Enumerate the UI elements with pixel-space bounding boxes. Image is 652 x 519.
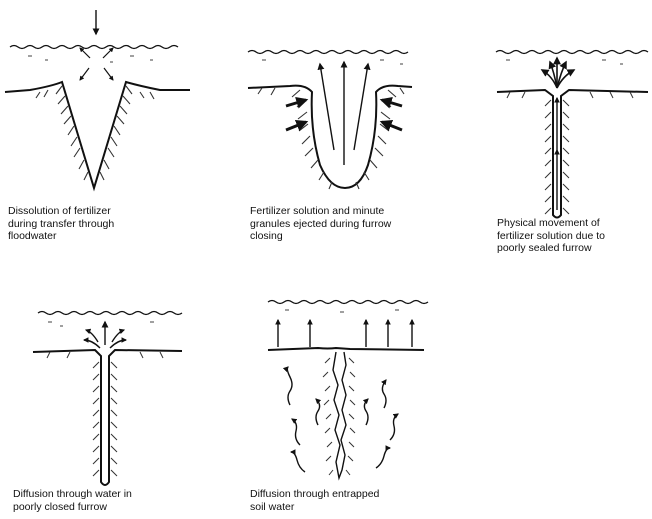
soil-surface: [497, 90, 648, 218]
water-surface: [268, 301, 428, 304]
caption-line: granules ejected during furrow: [250, 218, 391, 231]
caption-entrapped-soil-water: Diffusion through entrapped soil water: [250, 488, 379, 513]
arrows-fan-out: [542, 58, 574, 88]
soil-surface: [33, 350, 182, 485]
panel-poorly-sealed-furrow: [496, 51, 648, 218]
caption-poorly-sealed-furrow: Physical movement of fertilizer solution…: [497, 217, 605, 255]
soil-surface: [5, 82, 190, 188]
entrapped-water-channel: [333, 352, 346, 478]
panel-poorly-closed-furrow: [33, 312, 182, 486]
arrow-up-right: [354, 64, 368, 150]
arrow-in-right-2: [382, 122, 402, 130]
caption-line: poorly sealed furrow: [497, 242, 605, 255]
water-surface: [10, 46, 178, 49]
water-stipple: [28, 56, 153, 62]
caption-line: Diffusion through entrapped: [250, 488, 379, 501]
caption-line: Fertilizer solution and minute: [250, 205, 391, 218]
caption-dissolution-floodwater: Dissolution of fertilizer during transfe…: [8, 205, 114, 243]
arrows-surface-up: [278, 320, 412, 347]
caption-poorly-closed-furrow: Diffusion through water in poorly closed…: [13, 488, 132, 513]
soil-surface: [268, 348, 424, 350]
soil-hatch: [36, 86, 154, 180]
arrows-diffuse-up: [84, 322, 126, 348]
panel-entrapped-soil-water: [268, 301, 428, 479]
soil-hatch: [507, 92, 633, 214]
water-surface: [248, 51, 408, 54]
panel-dissolution-floodwater: [5, 10, 190, 188]
caption-ejected-furrow-closing: Fertilizer solution and minute granules …: [250, 205, 391, 243]
arrows-up-out: [320, 62, 368, 165]
arrow-left-down: [80, 68, 89, 80]
soil-hatch: [47, 352, 163, 476]
caption-line: closing: [250, 230, 391, 243]
caption-line: fertilizer solution due to: [497, 230, 605, 243]
soil-hatch: [258, 88, 404, 189]
arrow-up-left: [320, 64, 334, 150]
arrow-right-down: [104, 68, 113, 80]
caption-line: Physical movement of: [497, 217, 605, 230]
arrow-right-up: [103, 48, 113, 58]
caption-line: Dissolution of fertilizer: [8, 205, 114, 218]
arrow-left-up: [80, 48, 90, 58]
caption-line: soil water: [250, 501, 379, 514]
panel-ejected-furrow-closing: [248, 51, 412, 190]
water-surface: [38, 312, 182, 315]
caption-line: Diffusion through water in: [13, 488, 132, 501]
water-surface: [496, 51, 648, 54]
arrow-in-left-2: [286, 122, 306, 130]
caption-line: during transfer through: [8, 218, 114, 231]
caption-line: poorly closed furrow: [13, 501, 132, 514]
caption-line: floodwater: [8, 230, 114, 243]
